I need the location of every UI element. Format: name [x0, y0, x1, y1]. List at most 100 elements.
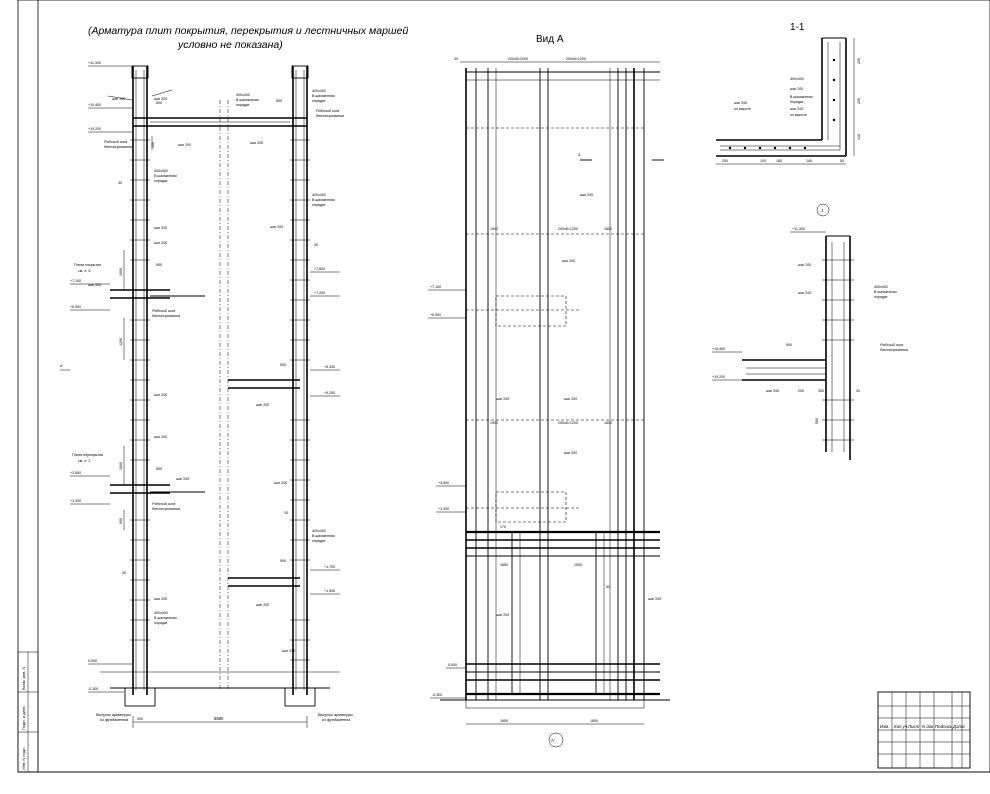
left-level-marks: +11,300 +10,400 +10,200 +7,100 +6,900 +3…	[70, 61, 132, 693]
detail-stirrups	[822, 259, 854, 441]
callout-step-9: шаг 200	[176, 477, 189, 481]
rw-stagger-size-2: 400х400	[312, 89, 326, 93]
rw-order-2: порядке	[312, 99, 326, 103]
d1-joint: Рабочий шов	[880, 343, 903, 347]
rw-stagger-size-1: 400х400	[236, 93, 250, 97]
d1-level-10400: +10,400	[712, 347, 725, 351]
callout-step-2: шаг 200	[112, 97, 125, 101]
s1-vdim-140: 140	[857, 134, 861, 140]
level-11300: +11,300	[88, 61, 101, 65]
stagger-1: В шахматном	[154, 174, 177, 178]
rw-stagger-1: В шахматном	[236, 98, 259, 102]
left-vertical-dims: 1000 1200 1000 900 450	[119, 136, 155, 530]
section-title: 1-1	[790, 22, 805, 33]
slab-floor-ref: см. л. 2	[78, 459, 90, 463]
s1-height-2: по высоте	[790, 113, 807, 117]
va-dim-1800: 1800	[604, 227, 612, 231]
va-dim-50: 50	[606, 585, 610, 589]
left-elevation: 6680 300	[60, 61, 353, 728]
va-level-6900: +6,900	[430, 313, 441, 317]
va-dim-1200-c: 200х6=1200	[558, 421, 578, 425]
callout-step-7: шаг 200	[154, 393, 167, 397]
section-cut-label: 1	[578, 152, 581, 157]
callout-step-8: шаг 200	[154, 435, 167, 439]
rw-step-6: шаг 200	[282, 649, 295, 653]
d1-stagger: В шахматном	[874, 290, 897, 294]
note-line-1: (Арматура плит покрытия, перекрытия и ле…	[88, 25, 408, 37]
rw-dim-30-2: 30	[284, 511, 288, 515]
s1-height: по высоте	[734, 107, 751, 111]
d1-level-11300: +11,300	[792, 227, 805, 231]
view-arrow-label: А'	[60, 364, 63, 368]
rw-dim-30: 30	[314, 243, 318, 247]
right-level-marks: +7,600 +7,200 +5,430 +5,250 +1,700 +1,50…	[310, 267, 340, 595]
tb-header-date: Дата	[952, 724, 965, 729]
rw-stagger-2: В шахматном	[312, 94, 335, 98]
level-7600: +7,600	[314, 267, 325, 271]
left-wall-stirrups	[130, 139, 150, 641]
s1-vdim-200-2: 200	[857, 98, 861, 104]
callout-step-5: шаг 200	[154, 241, 167, 245]
va-step-2: шаг 200	[580, 193, 593, 197]
va-step-4: шаг 200	[496, 397, 509, 401]
stamp-signature-date: Подп. и дата	[21, 706, 26, 730]
foundation-label-right-1: Выпуски арматуры	[318, 713, 353, 717]
left-elevation-callouts: шаг 200 500 шаг 200 Рабочий шов бетониро…	[72, 89, 353, 722]
va-step-6: шаг 200	[564, 451, 577, 455]
grid-axis-label: А'	[551, 738, 555, 743]
rw-step-4: шаг 200	[274, 481, 287, 485]
slab-floor-label: Плита перекрытия	[72, 453, 103, 457]
va-step-7: шаг 200	[648, 597, 661, 601]
rw-step-1: шаг 200	[250, 141, 263, 145]
stagger-size-2: 400х400	[154, 611, 168, 615]
joint-label-3: Рабочий шов	[152, 502, 175, 506]
order-2: порядке	[154, 621, 168, 625]
joint-label-3b: бетонирования	[152, 507, 180, 511]
stagger-size-1: 400х400	[154, 169, 168, 173]
callout-step-3: шаг 200	[178, 143, 191, 147]
rw-stagger-4: В шахматном	[312, 534, 335, 538]
d1-dim-500: 500	[786, 343, 792, 347]
level-7200: +7,200	[314, 291, 325, 295]
va-dim-1500: 1500	[574, 563, 582, 567]
d1-dim-300: 300	[818, 389, 824, 393]
vdim-1200: 1200	[119, 338, 123, 346]
joint-label-1: Рабочий шов	[104, 140, 127, 144]
d1-dim-200: 200	[798, 389, 804, 393]
d1-order: порядке	[874, 295, 888, 299]
va-bottom-dim-right: 1650	[590, 719, 598, 723]
d1-step-3: шаг 200	[766, 389, 779, 393]
section-bar-dots	[728, 58, 836, 150]
level-1500: +1,500	[324, 589, 335, 593]
level-10200: +10,200	[88, 127, 101, 131]
rw-step-3: шаг 200	[256, 403, 269, 407]
foundation-label-right-2: из фундамента	[322, 718, 350, 722]
section-1-1: 1-1 200 100 180 140 50 200 200 140 шаг 2…	[716, 22, 861, 165]
s1-stagger-size: 400х400	[790, 77, 804, 81]
detail-marker: 1	[821, 208, 824, 213]
va-dim-1650: 1650	[500, 563, 508, 567]
callout-step-10: шаг 200	[154, 597, 167, 601]
dim-30-left: 30	[122, 571, 126, 575]
va-step-3: шаг 200	[562, 259, 575, 263]
d1-joint-b: бетонирования	[880, 348, 908, 352]
s1-step-3: шаг 200	[790, 107, 803, 111]
stamp-replace-inv: Взам. инв. N	[21, 667, 26, 690]
left-dim-width: 6680	[214, 716, 224, 721]
stamp-original-inv: Инв. N подл.	[21, 746, 26, 770]
tb-header-qty: Кол.уч.	[894, 724, 908, 729]
rw-stagger-size-4: 400х400	[312, 529, 326, 533]
detail-marker-circle	[816, 203, 830, 217]
d1-dim-30: 30	[856, 389, 860, 393]
vdim-1000-2: 1000	[119, 462, 123, 470]
va-bottom-dim-left: 1650	[500, 719, 508, 723]
d1-step-1: шаг 200	[798, 263, 811, 267]
va-dim-1800-2: 1800	[604, 421, 612, 425]
level-7100: +7,100	[70, 279, 81, 283]
rw-stagger-size-3: 400х400	[312, 193, 326, 197]
rw-stagger-3: В шахматном	[312, 198, 335, 202]
tb-header-change: Изм.	[880, 724, 889, 729]
va-dim-170: 170	[500, 525, 506, 529]
va-top-dim-30: 30	[454, 57, 458, 61]
